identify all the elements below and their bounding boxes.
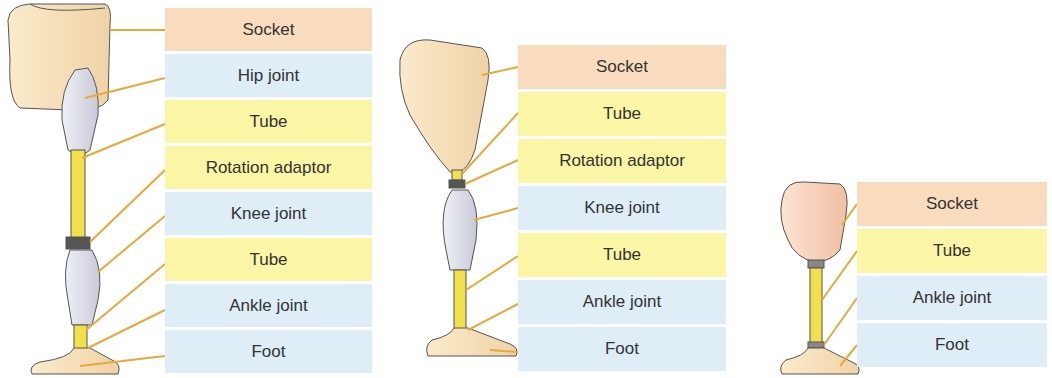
transfemoral-prosthesis — [400, 40, 517, 356]
label-band: Socket — [518, 45, 726, 89]
part-name: Rotation adaptor — [206, 158, 332, 178]
part-name: Socket — [596, 57, 648, 77]
label-band: Hip joint — [165, 54, 372, 97]
label-band: Ankle joint — [165, 284, 372, 327]
part-name: Foot — [605, 339, 639, 359]
label-band: Tube — [857, 229, 1047, 273]
label-band: Foot — [518, 327, 726, 371]
part-name: Tube — [603, 104, 641, 124]
label-band: Tube — [165, 100, 372, 143]
label-band: Tube — [518, 233, 726, 277]
part-name: Tube — [603, 245, 641, 265]
part-name: Tube — [933, 241, 971, 261]
part-name: Tube — [249, 112, 287, 132]
label-band: Tube — [518, 92, 726, 136]
leader-lines — [462, 67, 518, 352]
part-name: Foot — [935, 335, 969, 355]
hip-prosthesis — [8, 4, 119, 374]
part-name: Tube — [249, 250, 287, 270]
part-name: Knee joint — [231, 204, 307, 224]
label-band: Rotation adaptor — [165, 146, 372, 189]
part-name: Ankle joint — [583, 292, 661, 312]
label-band: Socket — [857, 182, 1047, 226]
label-band: Foot — [857, 323, 1047, 367]
transtibial-prosthesis — [781, 182, 859, 374]
part-name: Rotation adaptor — [559, 151, 685, 171]
part-name: Socket — [926, 194, 978, 214]
part-name: Foot — [251, 342, 285, 362]
part-name: Ankle joint — [229, 296, 307, 316]
label-band: Socket — [165, 8, 372, 51]
part-name: Knee joint — [584, 198, 660, 218]
part-name: Ankle joint — [913, 288, 991, 308]
leader-lines — [822, 204, 857, 366]
label-band: Knee joint — [165, 192, 372, 235]
part-name: Hip joint — [238, 66, 299, 86]
label-band: Foot — [165, 330, 372, 373]
label-band: Ankle joint — [857, 276, 1047, 320]
part-name: Socket — [243, 20, 295, 40]
label-band: Knee joint — [518, 186, 726, 230]
label-band: Ankle joint — [518, 280, 726, 324]
label-band: Rotation adaptor — [518, 139, 726, 183]
leader-lines — [80, 30, 165, 366]
label-band: Tube — [165, 238, 372, 281]
